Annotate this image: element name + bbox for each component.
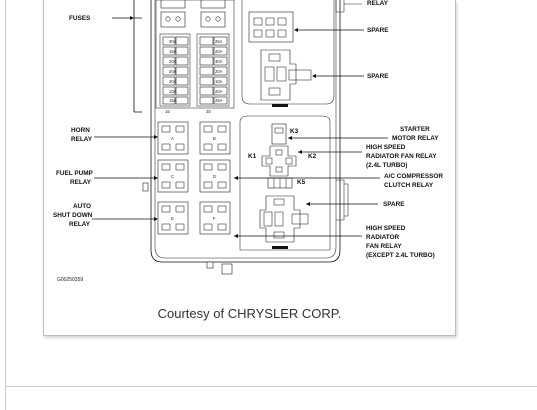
mini-fuse-column-right [196,33,230,107]
spare-relay-socket-1 [248,11,294,43]
relay-letter-a: A [171,136,174,141]
relay-grid: A B C D E F [157,121,231,235]
fuse-rating: 25A [215,39,223,44]
label-hs-fan-3: (2.4L TURBO) [366,162,407,169]
label-hs-fan-2: RADIATOR FAN RELAY [366,153,437,160]
housing-outline [150,0,341,263]
figure-card: 30A 15A 20A 20A 20A 10A 15A 25A 20A 30A … [43,0,456,336]
fuses-bracket [112,0,142,113]
fuse-rating: 30A [169,39,177,44]
label-asd-3: RELAY [69,221,91,228]
housing-tab [206,261,214,269]
fuse-rating: 20A [169,69,177,74]
label-fuel-pump-1: FUEL PUMP [56,170,94,177]
label-spare-2: SPARE [367,73,389,80]
fuse-rating: 10A [215,79,223,84]
fuse-row-top [160,0,226,28]
page-bottom-border [5,386,537,387]
label-starter-1: STARTER [400,126,430,133]
label-fuel-pump-2: RELAY [70,179,92,186]
label-ac-2: CLUTCH RELAY [384,182,434,189]
relay-socket-b [199,121,231,155]
relay-letter-d: D [213,174,216,179]
fuse-rating: 20A [215,69,223,74]
mount-lug [335,0,345,13]
label-hs-fan-b2: RADIATOR [366,234,400,241]
label-hs-fan-b4: (EXCEPT 2.4L TURBO) [366,252,435,259]
label-spare-1: SPARE [367,27,389,34]
relay-letter-c: C [171,174,174,179]
page-left-border [5,0,6,410]
fuse-rating: 20A [215,49,223,54]
fuse-number: 15 [165,109,170,114]
fuse-rating: 25A [215,98,223,103]
relay-letter-f: F [213,216,216,221]
fuse-rating: 20A [215,89,223,94]
relay-letter-b: B [213,136,216,141]
label-ac-1: A/C COMPRESSOR [384,173,443,180]
fuse-rating: 15A [169,98,177,103]
relay-socket-k3 [271,123,287,145]
relay-letter-e: E [171,216,174,221]
relay-socket-c [157,159,189,193]
housing-inner-outline [154,0,337,259]
label-hs-fan-b3: FAN RELAY [366,243,402,250]
figure-code: G00250359 [57,277,83,283]
relay-socket-spare-lower [259,195,301,243]
label-relay-top: RELAY [367,0,389,7]
spare-relay-socket-2 [260,49,297,101]
label-hs-fan-b1: HIGH SPEED [366,225,406,232]
label-hs-fan-1: HIGH SPEED [366,144,406,151]
label-horn-1: HORN [71,127,90,134]
fuse-rating: 15A [169,49,177,54]
fuse-rating: 20A [169,59,177,64]
mount-lug [336,179,345,221]
upper-right-relay-area [241,0,335,107]
housing-tab [221,263,233,275]
relay-socket-k1-k2 [261,145,297,177]
divider-bar [272,104,288,107]
label-spare-3: SPARE [383,201,405,208]
lower-right-relay-area [239,115,331,251]
mount-tab [142,182,149,192]
fuse-box-diagram: 30A 15A 20A 20A 20A 10A 15A 25A 20A 30A … [53,0,443,283]
mini-fuse-column-left [159,33,191,107]
label-starter-2: MOTOR RELAY [392,135,439,142]
label-fuses: FUSES [69,15,91,22]
fuse-block: 30A 15A 20A 20A 20A 10A 15A 25A 20A 30A … [155,0,235,114]
relay-socket-d [199,159,231,193]
relay-socket-a [157,121,189,155]
label-k3: K3 [290,128,299,135]
mount-lug [344,183,349,217]
fuse-number: 25 [206,109,211,114]
label-k2: K2 [308,153,317,160]
figure-caption: Courtesy of CHRYSLER CORP. [157,306,342,321]
fuse-rating: 20A [169,79,177,84]
fuse-rating: 10A [169,89,177,94]
divider-bar [272,246,288,249]
relay-socket-e [157,201,189,235]
label-horn-2: RELAY [71,136,93,143]
label-asd-1: AUTO [73,203,91,210]
label-k1: K1 [248,153,257,160]
fuse-rating: 30A [215,59,223,64]
label-k5: K5 [297,179,306,186]
label-asd-2: SHUT DOWN [53,212,93,219]
relay-socket-f [199,201,231,235]
